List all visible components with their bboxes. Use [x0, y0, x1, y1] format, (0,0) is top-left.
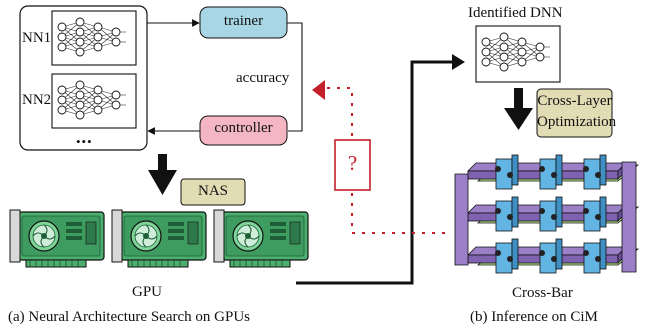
- trainer-loop-line: [287, 22, 303, 132]
- right-caption: (b) Inference on CiM: [470, 309, 598, 325]
- optimization-down-arrow: [504, 88, 533, 130]
- gpu-card-icon-2: [111, 209, 207, 268]
- question-mark: ?: [347, 151, 358, 175]
- gpu-card-icon-3: [213, 209, 309, 268]
- optimization-label-line1: Cross-Layer: [537, 93, 612, 109]
- gpu-label: GPU: [132, 284, 163, 300]
- feedback-arrowhead: [312, 80, 325, 100]
- crossbar-layer-1: [467, 154, 639, 190]
- crossbar-layer-2: [467, 196, 639, 232]
- nas-box: [180, 178, 246, 206]
- crossbar-layer-3: [467, 238, 639, 274]
- connector-arrowhead: [452, 54, 465, 70]
- more-networks-ellipsis: •••: [76, 134, 93, 149]
- crossbar-label: Cross-Bar: [512, 285, 573, 301]
- nas-down-arrow: [148, 154, 177, 195]
- crossbar-bracket: [454, 161, 637, 273]
- left-caption: (a) Neural Architecture Search on GPUs: [8, 309, 250, 325]
- nn1-label: NN1: [22, 30, 52, 46]
- feedback-dotted-line: [327, 87, 445, 234]
- optimization-label-line2: Optimization: [537, 114, 617, 130]
- gpu-card-icon-1: [9, 209, 105, 268]
- nas-label: NAS: [197, 183, 228, 199]
- question-box: [334, 139, 371, 191]
- identified-dnn-label: Identified DNN: [468, 5, 563, 21]
- trainer-label: trainer: [223, 13, 264, 29]
- identified-dnn-box: [475, 25, 561, 83]
- accuracy-label: accuracy: [236, 70, 290, 86]
- nn2-label: NN2: [22, 92, 52, 108]
- gpu-to-dnn-connector: [296, 60, 452, 285]
- optimization-box: [536, 88, 613, 138]
- controller-label: controller: [214, 120, 273, 136]
